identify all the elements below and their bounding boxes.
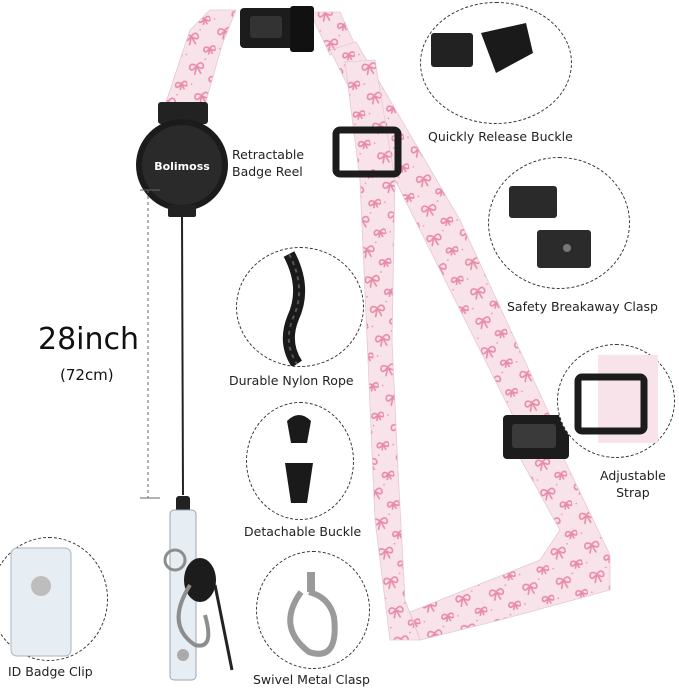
badge-clip-assembly (163, 509, 234, 681)
swivel-clasp-detail (256, 551, 370, 669)
label-adjustable-line1: Adjustable (600, 468, 666, 483)
retractable-cord (176, 216, 190, 512)
measurement-bracket (140, 189, 160, 499)
label-adjustable-line2: Strap (616, 484, 650, 500)
rope-icon (282, 251, 306, 368)
adjustable-strap-detail (557, 344, 675, 458)
label-quick-release: Quickly Release Buckle (428, 129, 573, 144)
nylon-rope-detail (236, 247, 364, 368)
label-detachable: Detachable Buckle (244, 524, 362, 539)
swivel-clasp-icon (287, 572, 338, 657)
adjust-buckle-icon (503, 415, 569, 459)
label-adjustable: Adjustable Strap (600, 468, 666, 502)
badge-reel-icon (136, 102, 228, 217)
label-badge-reel: Retractable Badge Reel (232, 147, 304, 181)
id-badge-clip-detail (0, 537, 108, 661)
breakaway-clasp-icon (509, 186, 591, 268)
quick-release-buckle-icon (431, 23, 533, 73)
label-breakaway: Safety Breakaway Clasp (507, 299, 658, 314)
id-badge-clip-icon (10, 547, 72, 657)
adjustable-strap-icon (574, 355, 658, 443)
label-id-badge-clip: ID Badge Clip (8, 664, 93, 679)
lanyard-strap (164, 9, 611, 641)
slider-buckle-icon (332, 126, 402, 178)
label-badge-reel-line2: Badge Reel (232, 163, 303, 179)
label-swivel-clasp: Swivel Metal Clasp (253, 672, 370, 687)
quick-release-detail (420, 2, 572, 124)
top-buckle-icon (240, 6, 314, 52)
length-imperial: 28inch (38, 322, 140, 357)
label-nylon-rope: Durable Nylon Rope (229, 373, 354, 388)
label-badge-reel-line1: Retractable (232, 147, 305, 162)
detachable-buckle-detail (246, 402, 354, 520)
breakaway-detail (488, 157, 630, 289)
detachable-buckle-icon (285, 415, 313, 503)
length-metric: (72cm) (60, 366, 114, 384)
brand-logo: Bolimoss (154, 160, 210, 173)
